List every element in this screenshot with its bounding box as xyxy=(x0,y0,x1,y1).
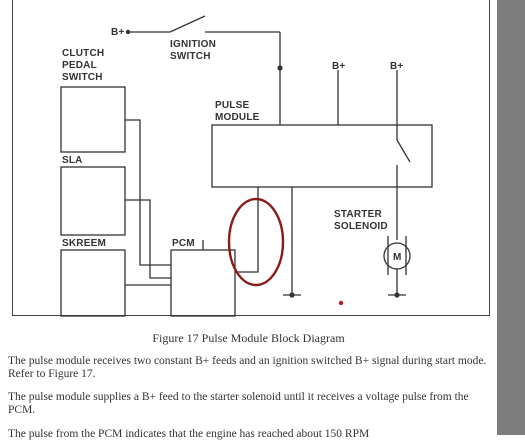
figure-caption: Figure 17 Pulse Module Block Diagram xyxy=(152,331,345,345)
solenoid-switch-blade xyxy=(396,139,411,163)
sla-label: SLA xyxy=(62,155,83,166)
b-plus-right-label: B+ xyxy=(390,61,403,72)
paragraph-1: The pulse module receives two constant B… xyxy=(8,355,487,380)
skreem-label: SKREEM xyxy=(62,238,106,249)
pulse-module-box xyxy=(211,124,433,188)
pulse-module-label-1: PULSE xyxy=(215,100,249,111)
sla-box xyxy=(60,166,126,236)
document-page: B+ IGNITION SWITCH CLUTCH PEDAL SWITCH B… xyxy=(8,0,490,440)
skreem-box xyxy=(60,249,126,317)
clutch-label-2: PEDAL xyxy=(62,60,97,71)
annotation-circle xyxy=(227,197,285,287)
b-plus-mid-label: B+ xyxy=(332,61,345,72)
starter-label-2: SOLENOID xyxy=(334,221,388,232)
starter-label-1: STARTER xyxy=(334,209,382,220)
pulse-module-block-diagram: B+ IGNITION SWITCH CLUTCH PEDAL SWITCH B… xyxy=(60,15,433,317)
ignition-label-1: IGNITION xyxy=(170,39,216,50)
pulse-module-label-2: MODULE xyxy=(215,112,260,123)
pcm-label: PCM xyxy=(172,238,195,249)
ignition-label-2: SWITCH xyxy=(170,51,211,62)
ignition-switch-blade xyxy=(169,15,206,33)
motor-label: M xyxy=(393,252,402,263)
scrollbar-gutter[interactable] xyxy=(497,0,525,435)
clutch-label-1: CLUTCH xyxy=(62,48,104,59)
clutch-label-3: SWITCH xyxy=(62,72,103,83)
diagram-frame xyxy=(12,0,490,316)
b-plus-top-label: B+ xyxy=(111,27,124,38)
annotation-dot xyxy=(338,300,344,306)
pcm-box xyxy=(170,249,236,317)
clutch-pedal-switch-box xyxy=(60,86,126,153)
paragraph-2: The pulse module supplies a B+ feed to t… xyxy=(8,391,469,416)
